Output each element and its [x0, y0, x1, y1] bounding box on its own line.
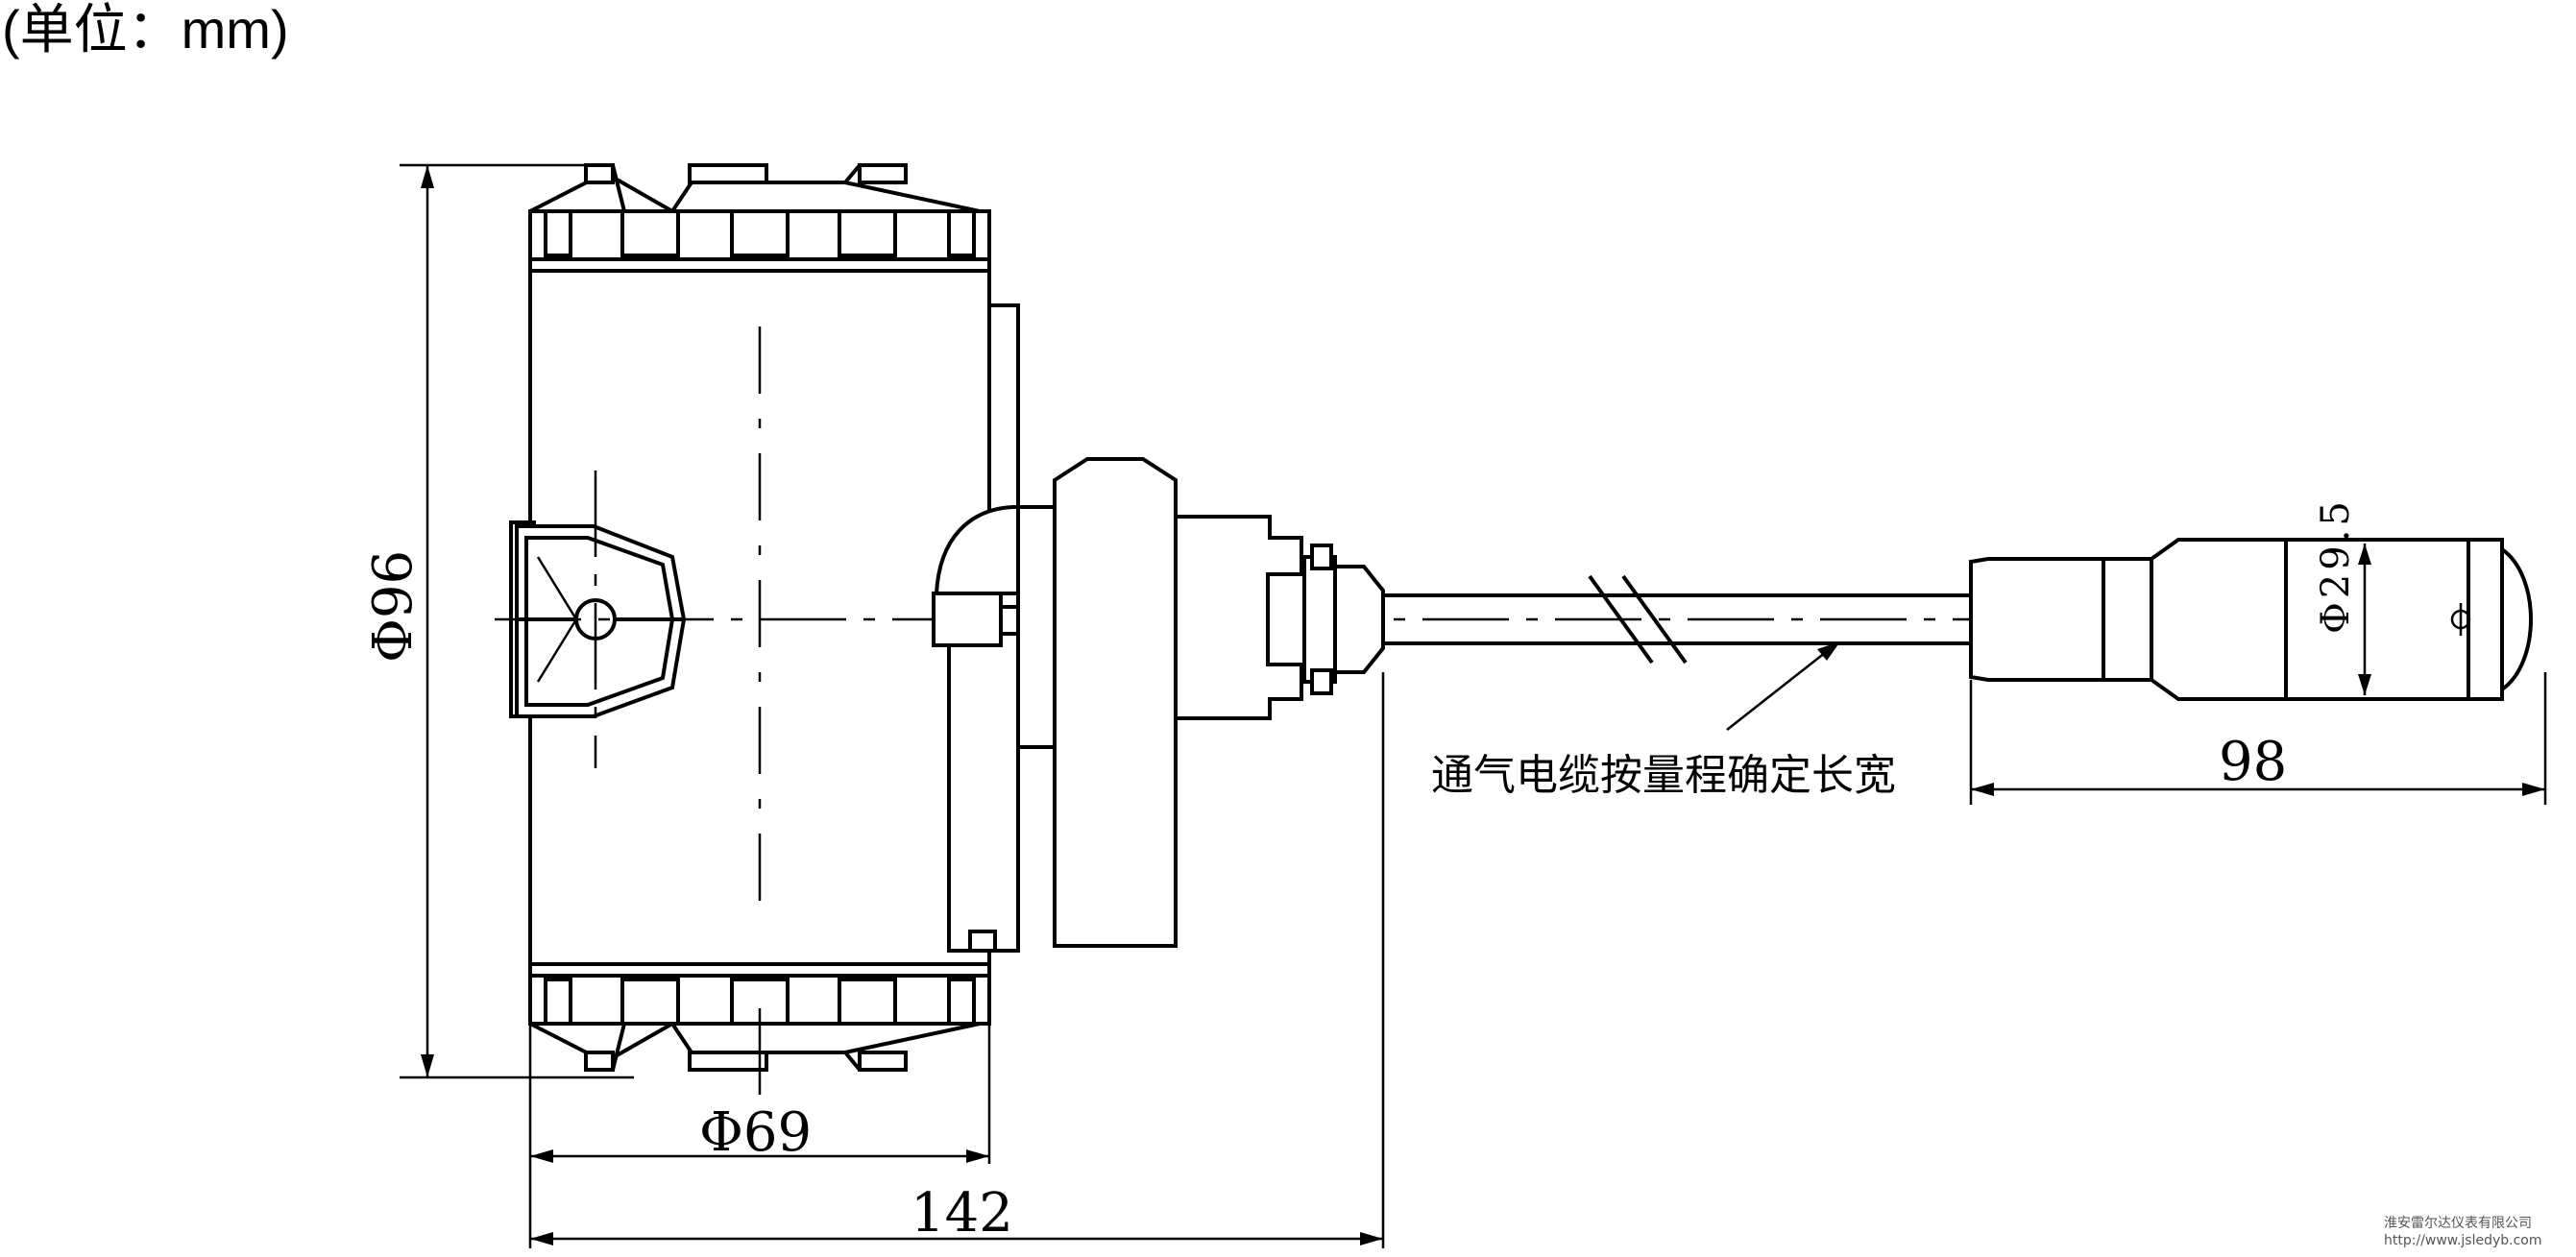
body-diameter-label: Φ69 — [699, 1101, 812, 1164]
height-diameter-label: Φ96 — [362, 550, 425, 663]
watermark-company: 淮安雷尔达仪表有限公司 — [2384, 1216, 2532, 1231]
dimension-probe-length — [1969, 672, 2547, 805]
vented-cable — [1383, 574, 1971, 731]
transmitter-housing — [528, 163, 991, 1072]
probe-diameter-label: Φ29.5 — [2314, 497, 2358, 634]
flange — [1053, 457, 1178, 948]
probe-length-label: 98 — [2219, 731, 2287, 793]
overall-length-label: 142 — [911, 1182, 1013, 1245]
fitting — [1174, 515, 1303, 720]
dimension-height — [400, 163, 634, 1079]
dimension-body-width — [528, 964, 991, 1248]
pressure-probe — [1969, 538, 2533, 701]
watermark-url: http://www.jsledyb.com — [2384, 1233, 2542, 1248]
cable-note: 通气电缆按量程确定长宽 — [1431, 751, 1896, 800]
unit-note: (单位：mm) — [2, 0, 289, 60]
dimension-overall-length — [530, 672, 1385, 1248]
mounting-assembly — [932, 303, 1385, 953]
